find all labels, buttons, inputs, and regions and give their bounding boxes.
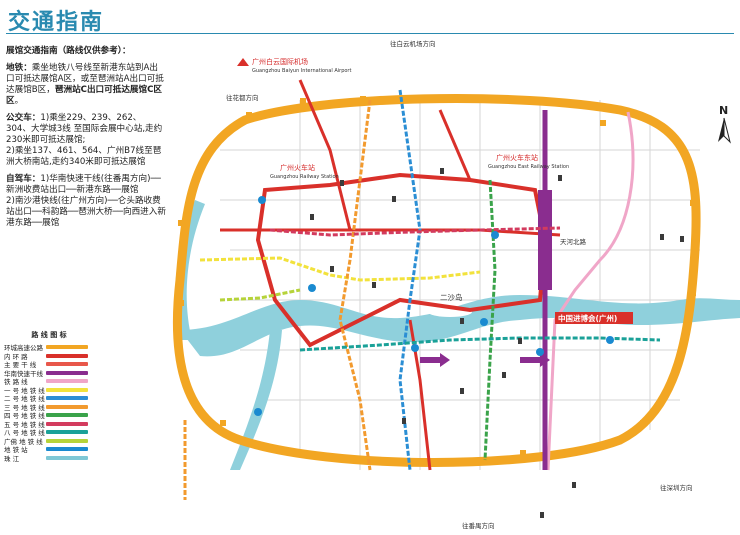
- guide-bus: 公交车：1)乘坐229、239、262、304、大学城3线 至国际会展中心站,走…: [6, 113, 166, 168]
- venue-box: [555, 312, 633, 324]
- road-tianhe-north: 天河北路: [560, 237, 587, 246]
- venue-label: 中国进博会(广州): [558, 313, 617, 323]
- legend-swatch: [46, 438, 88, 443]
- guide-panel: 展馆交通指南（路线仅供参考）： 地铁：乘坐地铁八号线至新港东站到A出口可抵达展馆…: [6, 46, 166, 235]
- legend-swatch: [46, 353, 88, 358]
- metro-text: 乘坐地铁八号线至新港东站到A出口可抵达展馆A区，或至琶洲站A出口可抵达展馆B区，: [6, 63, 164, 95]
- airport-label: 广州白云国际机场: [252, 57, 308, 66]
- legend-item: 五 号 地 铁 线: [4, 420, 94, 429]
- legend-swatch: [46, 370, 88, 375]
- legend-item-label: 环城高速公路: [4, 344, 43, 353]
- legend-item-label: 珠 江: [4, 454, 20, 463]
- drive-label: 自驾车：: [6, 174, 41, 184]
- north-letter: N: [719, 104, 728, 117]
- legend-item-label: 铁 路 线: [4, 378, 28, 387]
- airport-marker: [237, 58, 249, 66]
- airport-en-label: Guangzhou Baiyun International Airport: [252, 68, 351, 74]
- legend-heading: 路 线 图 标: [31, 331, 67, 339]
- drive-text-2: 2)南沙港快线(往广州方向)──仑头路收费站出口──科韵路──琶洲大桥──向西进…: [6, 196, 166, 228]
- legend-rows: 环城高速公路内 环 路主 要 干 线华南快速干线铁 路 线一 号 地 铁 线二 …: [4, 343, 94, 463]
- railway: [546, 111, 635, 471]
- legend-item: 一 号 地 铁 线: [4, 386, 94, 395]
- bus-label: 公交车：: [6, 113, 41, 123]
- station-east-label: 广州火车东站: [496, 153, 538, 162]
- metro-lines: [183, 89, 661, 500]
- header: 交通指南: [0, 0, 740, 36]
- legend-item: 三 号 地 铁 线: [4, 403, 94, 412]
- huanan-label-bg: [538, 190, 552, 290]
- legend-swatch: [46, 387, 88, 392]
- direction-airport: 往白云机场方向: [390, 39, 436, 48]
- bus-text-2: 2)乘坐137、461、564、广州B7线至琶洲大桥南站,走约340米即可抵达展…: [6, 146, 162, 167]
- legend-item-label: 四 号 地 铁 线: [4, 412, 45, 421]
- metro-bold: 琶洲站C出口可抵达展馆C区区: [6, 85, 163, 106]
- river-branch: [230, 330, 282, 470]
- drive-text-1: 1)华南快速干线(往番禺方向)──新洲收费站出口──新港东路──展馆: [6, 174, 161, 195]
- legend-item: 地 铁 站: [4, 445, 94, 454]
- station-east-en: Guangzhou East Railway Station: [488, 164, 569, 170]
- toll-markers: [178, 96, 696, 464]
- legend-item-label: 八 号 地 铁 线: [4, 429, 45, 438]
- legend-item: 珠 江: [4, 454, 94, 463]
- legend-swatch: [46, 455, 88, 460]
- legend-item-label: 广佛 地 铁 线: [4, 437, 43, 446]
- legend-item-label: 华南快速干线: [4, 369, 43, 378]
- legend-swatch: [46, 421, 88, 426]
- legend-item: 环城高速公路: [4, 343, 94, 352]
- legend-item: 四 号 地 铁 线: [4, 411, 94, 420]
- legend: 路 线 图 标 环城高速公路内 环 路主 要 干 线华南快速干线铁 路 线一 号…: [4, 330, 94, 463]
- legend-item-label: 地 铁 站: [4, 446, 28, 455]
- legend-item: 主 要 干 线: [4, 360, 94, 369]
- legend-swatch: [46, 404, 88, 409]
- legend-swatch: [46, 396, 88, 401]
- bus-text-1: 1)乘坐229、239、262、304、大学城3线 至国际会展中心站,走约230…: [6, 113, 163, 145]
- hotel-icons: [310, 168, 684, 518]
- north-arrow-icon: N: [718, 104, 731, 144]
- legend-item-label: 三 号 地 铁 线: [4, 403, 45, 412]
- guide-heading: 展馆交通指南（路线仅供参考）：: [6, 46, 131, 56]
- page-title: 交通指南: [8, 10, 105, 35]
- legend-item: 二 号 地 铁 线: [4, 394, 94, 403]
- title-divider: [6, 33, 734, 34]
- legend-item-label: 二 号 地 铁 线: [4, 395, 45, 404]
- legend-swatch: [46, 447, 88, 452]
- metro-end: 。: [14, 96, 24, 106]
- legend-swatch: [46, 430, 88, 435]
- route-arrows: [420, 353, 550, 367]
- legend-item: 广佛 地 铁 线: [4, 437, 94, 446]
- guide-metro: 地铁：乘坐地铁八号线至新港东站到A出口可抵达展馆A区，或至琶洲站A出口可抵达展馆…: [6, 63, 166, 107]
- legend-swatch: [46, 362, 88, 367]
- legend-item-label: 一 号 地 铁 线: [4, 386, 45, 395]
- direction-shenzhen: 往深圳方向: [660, 483, 693, 492]
- legend-swatch: [46, 345, 88, 350]
- legend-swatch: [46, 413, 88, 418]
- metro-label: 地铁：: [6, 63, 32, 73]
- pearl-river: [180, 295, 740, 357]
- legend-item-label: 内 环 路: [4, 352, 28, 361]
- legend-item: 八 号 地 铁 线: [4, 428, 94, 437]
- legend-item: 华南快速干线: [4, 369, 94, 378]
- station-gz-label: 广州火车站: [280, 163, 315, 172]
- legend-swatch: [46, 379, 88, 384]
- guide-drive: 自驾车：1)华南快速干线(往番禺方向)──新洲收费站出口──新港东路──展馆 2…: [6, 174, 166, 229]
- station-gz-en: Guangzhou Railway Station: [270, 174, 339, 180]
- legend-item-label: 主 要 干 线: [4, 361, 37, 370]
- metro-stations: [254, 196, 614, 416]
- ersha-label: 二沙岛: [440, 292, 463, 302]
- trunk-roads: [220, 79, 561, 471]
- direction-huadu: 往花都方向: [226, 93, 259, 102]
- legend-item: 内 环 路: [4, 352, 94, 361]
- legend-item: 铁 路 线: [4, 377, 94, 386]
- direction-panyu: 往番禺方向: [462, 521, 495, 530]
- legend-item-label: 五 号 地 铁 线: [4, 420, 45, 429]
